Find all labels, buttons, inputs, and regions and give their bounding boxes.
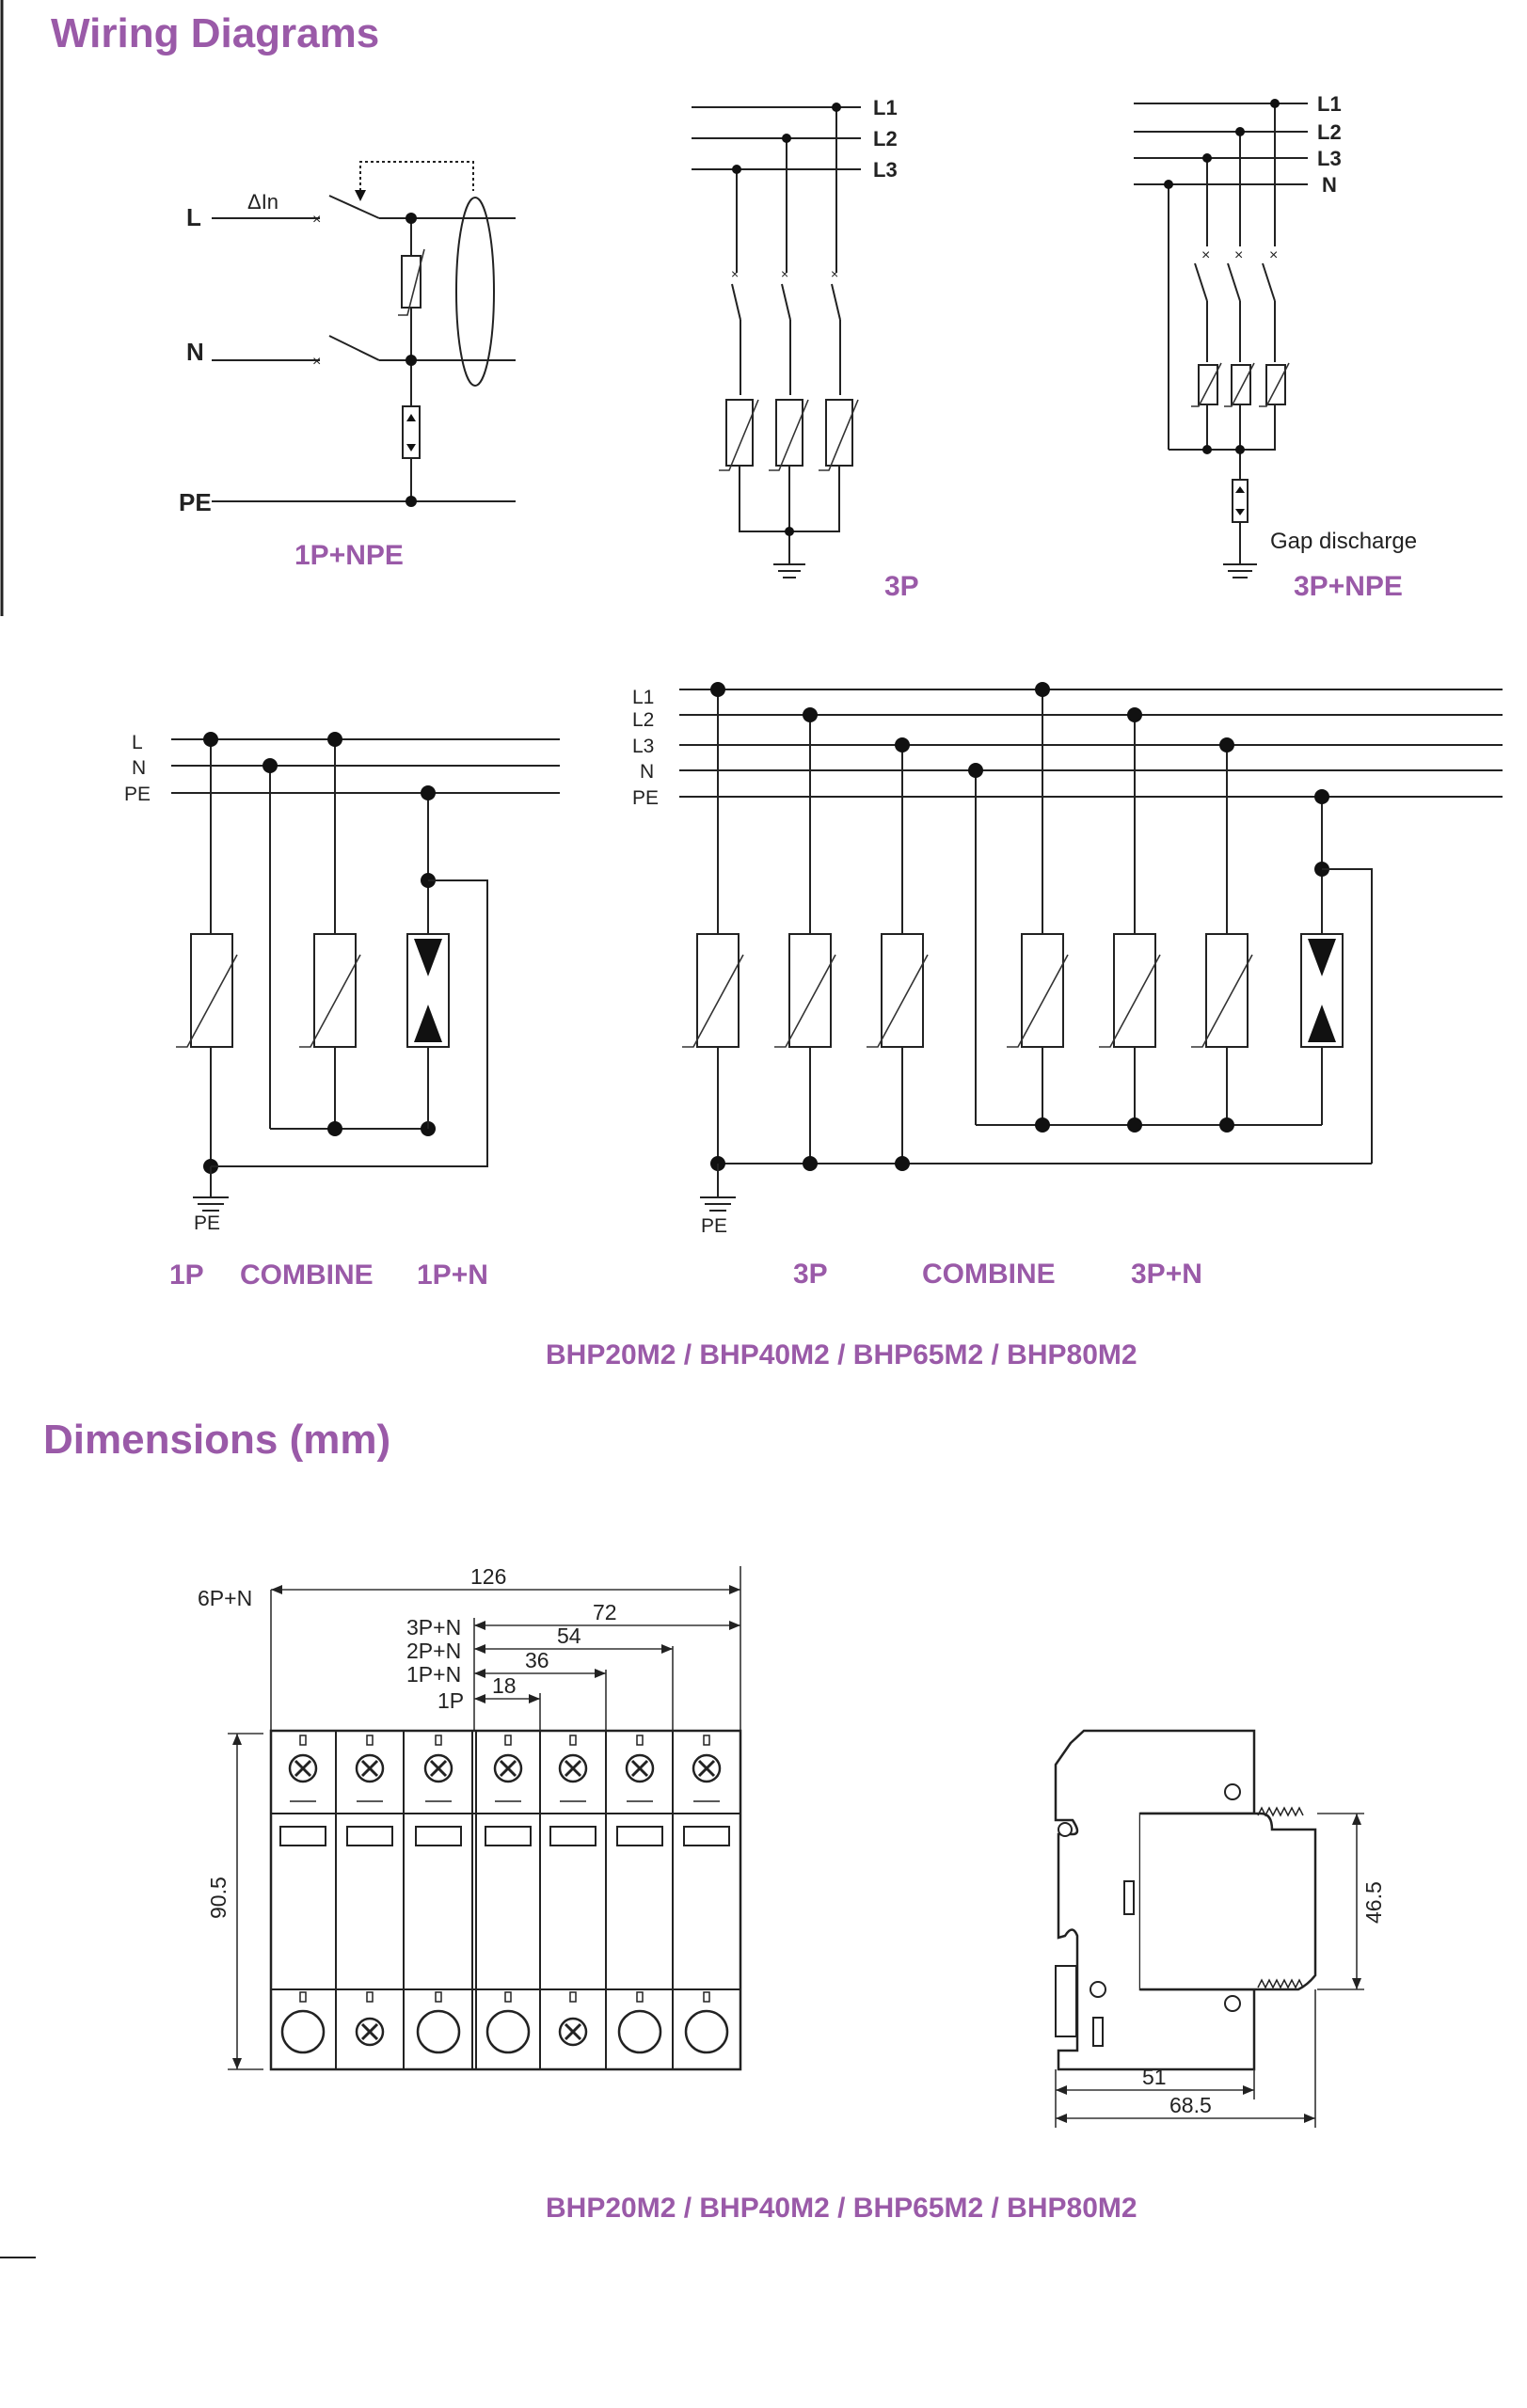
models-caption-dimensions: BHP20M2 / BHP40M2 / BHP65M2 / BHP80M2	[546, 2193, 1137, 2224]
line-label-PE: PE	[632, 787, 659, 809]
bottom-terminal-screw	[617, 2009, 662, 2054]
line-label-L3: L3	[1317, 147, 1342, 170]
bottom-terminal-screw	[416, 2009, 461, 2054]
dim-label-90-5: 90.5	[206, 1877, 231, 1919]
dim-label-68-5: 68.5	[1169, 2093, 1212, 2117]
svg-text:×: ×	[312, 212, 321, 228]
ground-label-pe: PE	[701, 1215, 727, 1237]
diagram-3p: L1 L2 L3 × × × 3P	[692, 96, 919, 602]
pole-module	[346, 1735, 393, 2047]
line-label-N: N	[1322, 173, 1337, 197]
svg-text:×: ×	[1201, 247, 1210, 263]
status-window	[415, 1826, 462, 1846]
caption-3p-n: 3P+N	[1131, 1259, 1202, 1290]
dim-label-18: 18	[492, 1673, 517, 1698]
caption-1p: 1P	[169, 1259, 204, 1291]
line-label-L3: L3	[873, 158, 898, 182]
gap-discharge-label: Gap discharge	[1270, 529, 1417, 554]
status-window	[549, 1826, 596, 1846]
diagram-3p-npe: L1 L2 L3 N × × ×	[1134, 92, 1417, 602]
caption-combine: COMBINE	[240, 1259, 374, 1291]
status-window	[683, 1826, 730, 1846]
varistor-1	[1198, 364, 1218, 405]
line-label-L1: L1	[632, 687, 654, 708]
pole-module	[683, 1735, 730, 2054]
current-transformer	[455, 197, 495, 387]
caption-3p: 3P	[884, 571, 919, 602]
diagram-1p-npe: L N PE ΔIn × × 1P+NPE	[179, 161, 516, 571]
svg-text:×: ×	[1234, 247, 1243, 263]
dimensions-title: Dimensions (mm)	[43, 1417, 390, 1463]
caption-combine: COMBINE	[922, 1259, 1056, 1290]
config-label-3p-n: 3P+N	[406, 1615, 461, 1640]
caption-1p-npe: 1P+NPE	[294, 540, 404, 571]
caption-3p-npe: 3P+NPE	[1294, 571, 1403, 602]
config-label-2p-n: 2P+N	[406, 1639, 461, 1663]
wiring-diagrams-title: Wiring Diagrams	[51, 10, 379, 56]
models-caption-wiring: BHP20M2 / BHP40M2 / BHP65M2 / BHP80M2	[546, 1339, 1137, 1370]
ground-label-pe: PE	[194, 1212, 220, 1234]
svg-text:×: ×	[831, 266, 838, 281]
line-label-L: L	[186, 203, 201, 231]
dim-label-51: 51	[1142, 2065, 1167, 2089]
varistor-3	[1265, 364, 1286, 405]
line-label-L: L	[132, 732, 143, 753]
line-label-L1: L1	[1317, 92, 1342, 116]
line-label-L1: L1	[873, 96, 898, 119]
status-window	[616, 1826, 663, 1846]
line-label-PE: PE	[124, 784, 151, 805]
gas-discharge-tube	[402, 405, 421, 459]
varistor-3	[825, 399, 853, 467]
config-label-1p: 1P	[437, 1688, 464, 1713]
dim-label-36: 36	[525, 1648, 549, 1672]
caption-1p-n: 1P+N	[417, 1259, 488, 1291]
svg-text:×: ×	[312, 354, 321, 370]
diagram-3p-combine: L1 L2 L3 N PE PE	[632, 682, 1503, 1290]
line-label-N: N	[640, 761, 654, 783]
line-label-N: N	[132, 757, 146, 779]
svg-text:×: ×	[731, 266, 739, 281]
config-label-1p-n: 1P+N	[406, 1662, 461, 1687]
delta-in-label: ΔIn	[247, 190, 278, 214]
varistor-1	[725, 399, 754, 467]
dim-label-46-5: 46.5	[1361, 1881, 1386, 1924]
bottom-terminal-screw	[280, 2009, 326, 2054]
varistor	[401, 255, 422, 309]
line-label-L2: L2	[873, 127, 898, 150]
diagram-1p-combine: L N PE PE 1P COMBINE	[124, 732, 560, 1291]
line-label-PE: PE	[179, 488, 212, 516]
svg-text:×: ×	[1269, 247, 1278, 263]
config-label-6p-n: 6P+N	[198, 1586, 252, 1610]
side-profile-cover	[1140, 1812, 1317, 1991]
line-label-L3: L3	[632, 736, 654, 757]
gas-discharge-tube	[1232, 479, 1249, 523]
pole-module	[415, 1735, 462, 2054]
caption-3p: 3P	[793, 1259, 828, 1290]
line-label-N: N	[186, 338, 204, 366]
line-label-L2: L2	[632, 709, 654, 731]
status-window	[485, 1826, 532, 1846]
svg-text:×: ×	[781, 266, 788, 281]
pole-module	[485, 1735, 532, 2054]
side-profile-body	[1054, 1729, 1256, 2071]
dim-label-54: 54	[557, 1624, 581, 1648]
varistor-2	[1231, 364, 1251, 405]
pole-module	[549, 1735, 596, 2047]
dim-label-126: 126	[470, 1564, 506, 1589]
varistor-2	[775, 399, 803, 467]
status-window	[346, 1826, 393, 1846]
bottom-terminal-screw	[485, 2009, 531, 2054]
side-view-drawing: 46.5 51 68.5	[1054, 1729, 1386, 2128]
rcd-switch-N	[328, 335, 380, 361]
rcd-switch-L	[328, 195, 380, 219]
line-label-L2: L2	[1317, 120, 1342, 144]
front-view-drawing: 6P+N 3P+N 2P+N 1P+N 1P 126 72 54 36 18	[198, 1564, 742, 2071]
bottom-terminal-screw	[684, 2009, 729, 2054]
pole-module	[279, 1735, 326, 2054]
pole-module	[616, 1735, 663, 2054]
status-window	[279, 1826, 326, 1846]
dim-label-72: 72	[593, 1600, 617, 1624]
